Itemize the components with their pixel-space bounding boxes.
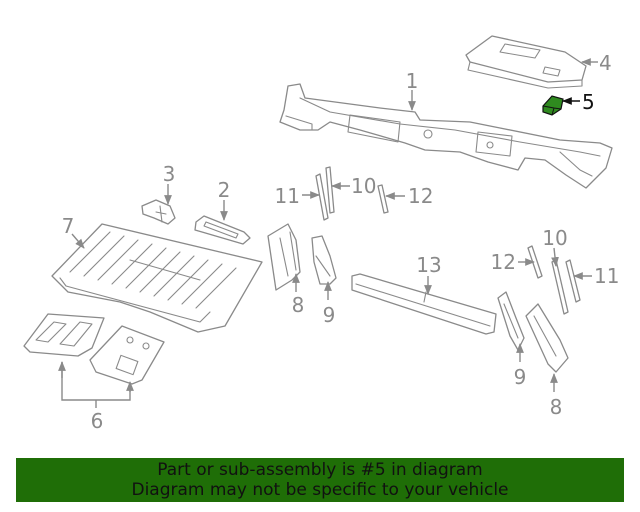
- part-12-strip-left[interactable]: [377, 184, 389, 214]
- banner-line-2: Diagram may not be specific to your vehi…: [131, 480, 509, 500]
- callout-9-right: 9: [514, 365, 527, 389]
- callout-11-left: 11: [275, 184, 300, 208]
- callout-2: 2: [218, 178, 231, 202]
- leader-lines: [58, 58, 598, 408]
- part-6-floor-section-left[interactable]: [23, 313, 105, 357]
- callout-12-right: 12: [491, 250, 516, 274]
- part-3-bracket[interactable]: [141, 199, 176, 225]
- callout-4: 4: [599, 51, 612, 75]
- part-2-handle[interactable]: [194, 215, 251, 245]
- part-6-floor-section-right[interactable]: [89, 325, 165, 385]
- callout-10-left: 10: [351, 174, 376, 198]
- callout-1: 1: [406, 69, 419, 93]
- part-8-pillar-left[interactable]: [267, 223, 301, 291]
- callout-10-right: 10: [542, 226, 567, 250]
- part-12-strip-right[interactable]: [527, 245, 543, 279]
- callout-12-left: 12: [408, 184, 433, 208]
- callout-7: 7: [62, 214, 75, 238]
- part-9-pillar-right[interactable]: [497, 291, 525, 351]
- callout-3: 3: [163, 162, 176, 186]
- part-10-strip-right[interactable]: [551, 259, 569, 315]
- callout-13: 13: [416, 253, 441, 277]
- part-5-clip[interactable]: [542, 95, 564, 116]
- part-10-strip-left[interactable]: [325, 166, 335, 214]
- info-banner: Part or sub-assembly is #5 in diagram Di…: [16, 458, 624, 502]
- callout-8-left: 8: [292, 293, 305, 317]
- part-13-sill-rail[interactable]: [351, 273, 497, 335]
- callout-5: 5: [582, 90, 595, 114]
- callout-11-right: 11: [594, 264, 619, 288]
- part-4-sun-visor[interactable]: [465, 35, 587, 89]
- part-1-roof-header[interactable]: [279, 83, 613, 189]
- callout-9-left: 9: [323, 303, 336, 327]
- part-11-strip-left[interactable]: [315, 173, 329, 221]
- parts-diagram: 1 2 3 4 5 6 7 8 8 9 9 10 10 11 11 12 12 …: [23, 35, 620, 433]
- part-7-floor-pan[interactable]: [51, 223, 263, 333]
- banner-line-1: Part or sub-assembly is #5 in diagram: [157, 460, 483, 480]
- callout-labels: 1 2 3 4 5 6 7 8 8 9 9 10 10 11 11 12 12 …: [62, 51, 620, 433]
- part-8-pillar-right[interactable]: [525, 303, 569, 373]
- callout-8-right: 8: [550, 395, 563, 419]
- callout-6: 6: [91, 409, 104, 433]
- part-9-pillar-left[interactable]: [311, 235, 337, 285]
- part-11-strip-right[interactable]: [565, 259, 581, 303]
